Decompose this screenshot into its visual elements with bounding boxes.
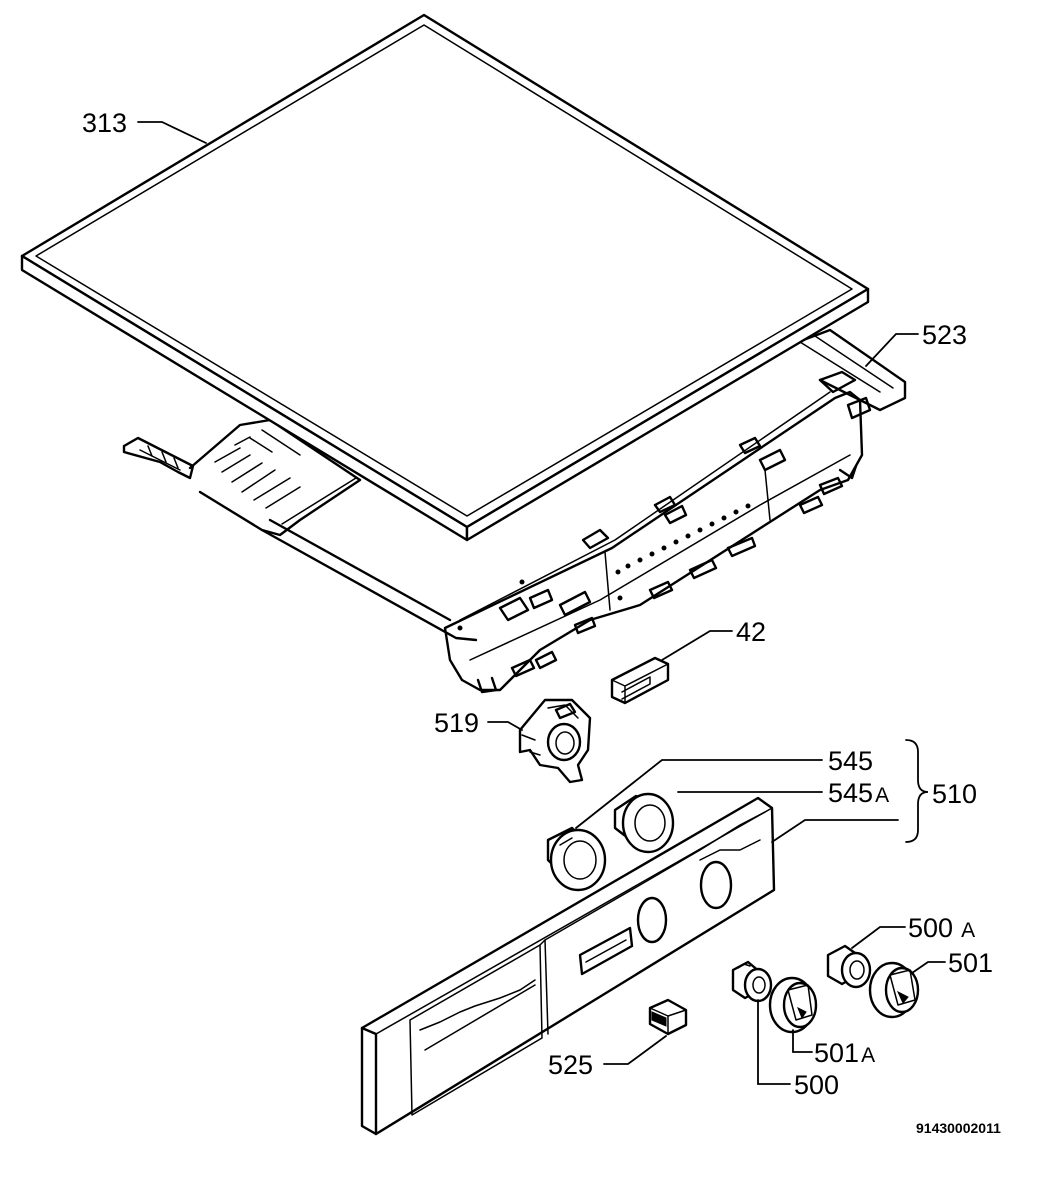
leader-519: [487, 721, 523, 731]
leader-42: [661, 630, 733, 661]
part-519-drawing: [518, 698, 592, 784]
leader-523: [865, 333, 919, 367]
part-545a-drawing: [613, 792, 675, 854]
leader-lines: [137, 121, 946, 1085]
callout-545: 545: [828, 746, 873, 776]
part-500-drawing: [731, 960, 773, 1003]
callout-545a: 545A: [828, 778, 889, 808]
leader-500a: [851, 926, 906, 949]
callout-525: 525: [548, 1050, 593, 1080]
part-545-drawing: [546, 826, 607, 892]
leader-501: [911, 961, 946, 974]
top-lid-drawing: [20, 13, 870, 542]
leader-510: [771, 819, 899, 843]
leader-313: [137, 121, 207, 144]
callout-519: 519: [434, 708, 479, 738]
part-501a-drawing: [768, 976, 818, 1034]
brace-510: [905, 739, 929, 843]
leader-525: [603, 1035, 667, 1065]
leader-500: [757, 999, 791, 1085]
callout-523: 523: [922, 320, 967, 350]
callout-313: 313: [82, 108, 127, 138]
part-501-drawing: [868, 961, 920, 1019]
part-525-drawing: [648, 998, 688, 1036]
control-panel-frame-drawing: [122, 328, 907, 694]
leader-501a: [792, 1029, 813, 1053]
callout-510: 510: [932, 779, 977, 809]
part-500a-drawing: [826, 944, 872, 989]
callout-42: 42: [736, 617, 766, 647]
callout-501: 501: [948, 948, 993, 978]
callout-501a: 501A: [814, 1038, 875, 1068]
callout-500: 500: [794, 1070, 839, 1100]
leader-545: [575, 759, 823, 829]
drawing-number: 91430002011: [916, 1120, 1001, 1136]
part-42-drawing: [610, 656, 670, 705]
part-510-fascia-drawing: [360, 796, 776, 1136]
